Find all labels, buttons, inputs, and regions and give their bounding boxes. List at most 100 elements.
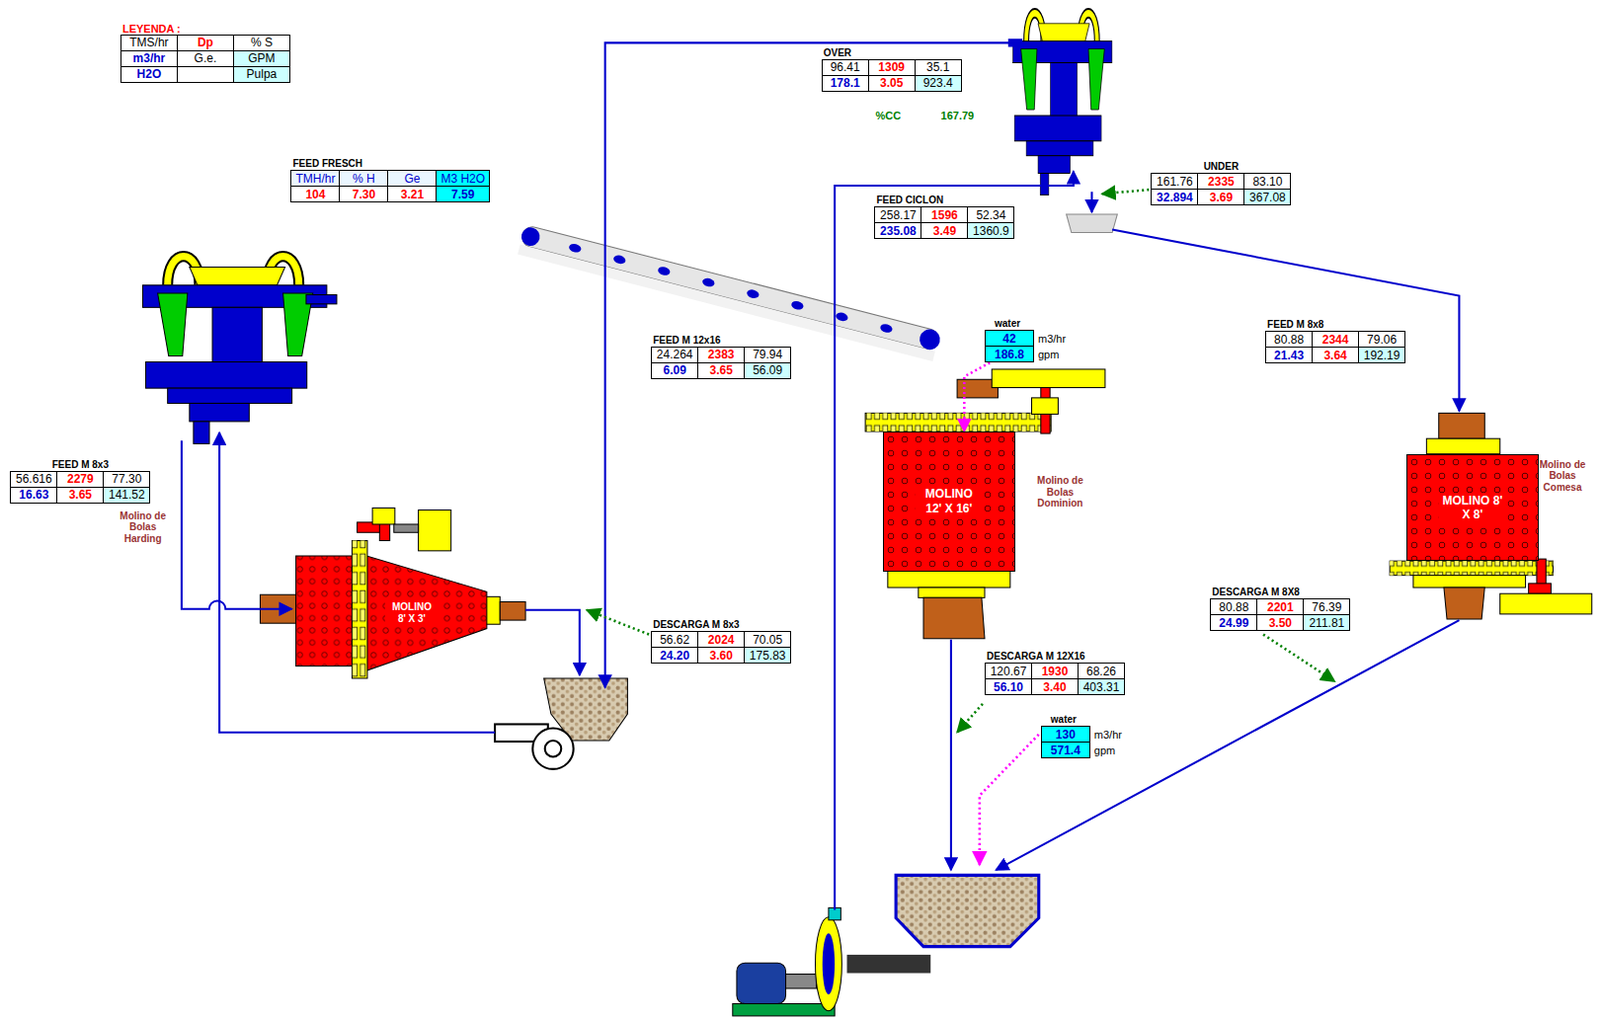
table-cell: m3/hr	[1089, 726, 1126, 743]
mill-label: Molino de Bolas Harding	[112, 510, 174, 546]
table-cell: 96.41	[821, 59, 869, 76]
ball-mill-parts	[372, 507, 396, 525]
table-row: TMS/hrDp% S	[120, 34, 290, 51]
conveyor-belt	[567, 242, 582, 254]
empty-cell	[176, 66, 234, 82]
table-cell: 2383	[698, 346, 745, 363]
cyclone-cluster	[1013, 12, 1113, 195]
ball-mill-parts	[499, 601, 526, 621]
table-row: m3/hrG.e.GPM	[120, 50, 290, 67]
ball-mill-parts	[296, 556, 353, 667]
data-table: FEED M 12x1624.264238379.946.093.6556.09	[650, 334, 792, 380]
ball-mill-parts	[865, 412, 1051, 432]
cyclone-cluster	[1008, 38, 1023, 47]
table-cell: 6.09	[651, 362, 699, 379]
table-cell: 235.08	[875, 223, 922, 240]
table-cell: 2201	[1257, 599, 1304, 616]
table-cell: 3.65	[698, 362, 745, 379]
table-cell: 403.31	[1078, 679, 1125, 696]
table-cell: 35.1	[914, 59, 961, 76]
table-heading: water	[984, 318, 1071, 330]
table-cell: 161.76	[1151, 173, 1199, 190]
cyclone-cluster	[143, 256, 327, 445]
ball-mill-parts	[1413, 575, 1526, 588]
table-row: 24.203.60175.83	[651, 647, 792, 664]
value-table: 56.62202470.0524.203.60175.83	[650, 631, 792, 664]
value-table: 120.67193068.2656.103.40403.31	[984, 662, 1125, 696]
ball-mill-parts	[1389, 560, 1553, 575]
table-row: 96.41130935.1	[821, 59, 961, 76]
table-heading: water	[1040, 714, 1127, 726]
ball-mill-parts	[351, 541, 367, 679]
table-cell: G.e.	[176, 50, 234, 67]
ball-mill: MOLINO 8' X 3'	[367, 551, 488, 676]
value-table: 258.17159652.34235.083.491360.9	[874, 206, 1015, 240]
ball-mill-parts	[1426, 438, 1500, 454]
table-cell: 68.26	[1078, 663, 1125, 680]
table-cell: 56.62	[651, 632, 699, 648]
ball-mill-parts	[1032, 398, 1059, 415]
pump	[786, 974, 817, 989]
data-table: FEED FRESCHTMH/hr% HGeM3 H2O1047.303.217…	[290, 158, 490, 203]
table-row: 16.633.65141.52	[10, 486, 151, 503]
table-cell: m3/hr	[1034, 330, 1071, 347]
table-heading: FEED M 12x16	[650, 334, 792, 347]
table-heading: DESCARGA M 8x3	[650, 619, 792, 632]
water-feed-line	[963, 362, 990, 432]
mill-label: Molino de Bolas Dominion	[1028, 475, 1092, 510]
sump	[544, 214, 1119, 948]
table-cell: M3 H2O	[436, 170, 490, 187]
table-cell: 79.06	[1359, 331, 1406, 348]
value-table: 80.88234479.0621.433.64192.19	[1265, 330, 1406, 364]
slurry-line	[834, 171, 1074, 911]
leader-line	[957, 704, 983, 733]
table-cell: 1309	[868, 59, 915, 76]
leader-line	[1102, 189, 1150, 194]
slurry-line	[950, 640, 953, 871]
table-cell: 3.05	[868, 75, 915, 91]
table-cell: 367.08	[1244, 189, 1291, 206]
table-cell: GPM	[233, 50, 290, 67]
slurry-line	[219, 432, 495, 733]
conveyor-belt	[701, 277, 716, 289]
table-cell: 7.59	[436, 186, 490, 203]
pump	[494, 723, 931, 1016]
table-cell: 3.65	[57, 486, 104, 503]
conveyor-belt	[656, 265, 671, 277]
pump	[732, 1004, 835, 1017]
table-cell: 56.09	[744, 362, 792, 379]
ball-mill-parts	[351, 541, 367, 679]
slurry-line	[605, 42, 1011, 688]
cyclone-cluster	[143, 12, 1113, 444]
table-cell: 77.30	[103, 471, 151, 487]
table-cell: 1360.9	[967, 223, 1015, 240]
table-heading: FEED M 8x8	[1265, 319, 1406, 331]
table-row: 178.13.05923.4	[821, 75, 961, 91]
table-cell: m3/hr	[120, 50, 177, 67]
table-row: 235.083.491360.9	[875, 223, 1015, 240]
slurry-line	[1090, 191, 1093, 213]
data-table: UNDER161.76233583.1032.8943.69367.08	[1150, 160, 1291, 206]
value-table: 56.616227977.3016.633.65141.52	[9, 471, 151, 504]
cyclone-value: %CC	[875, 109, 901, 123]
cyclone-value: 167.79	[941, 109, 975, 123]
pump	[736, 962, 787, 1004]
data-table: FEED CICLON258.17159652.34235.083.491360…	[874, 194, 1015, 240]
table-cell: 24.99	[1210, 615, 1258, 632]
table-row: 161.76233583.10	[1151, 173, 1291, 190]
ball-mill-parts	[923, 597, 985, 639]
table-cell: 3.50	[1257, 615, 1304, 632]
slurry-line	[181, 440, 293, 609]
data-table: OVER96.41130935.1178.13.05923.4	[821, 47, 962, 92]
table-cell: Ge	[388, 170, 437, 187]
table-cell: 2279	[57, 471, 104, 487]
slurry-line	[1112, 229, 1459, 411]
conveyor-belt	[790, 300, 804, 312]
water-line	[979, 734, 1040, 866]
table-row: 130m3/hr	[1040, 726, 1126, 743]
data-table: LEYENDA :TMS/hrDp% Sm3/hrG.e.GPMH2OPulpa	[120, 22, 291, 83]
conveyor-belt	[745, 288, 760, 300]
table-cell: 70.05	[744, 632, 792, 648]
